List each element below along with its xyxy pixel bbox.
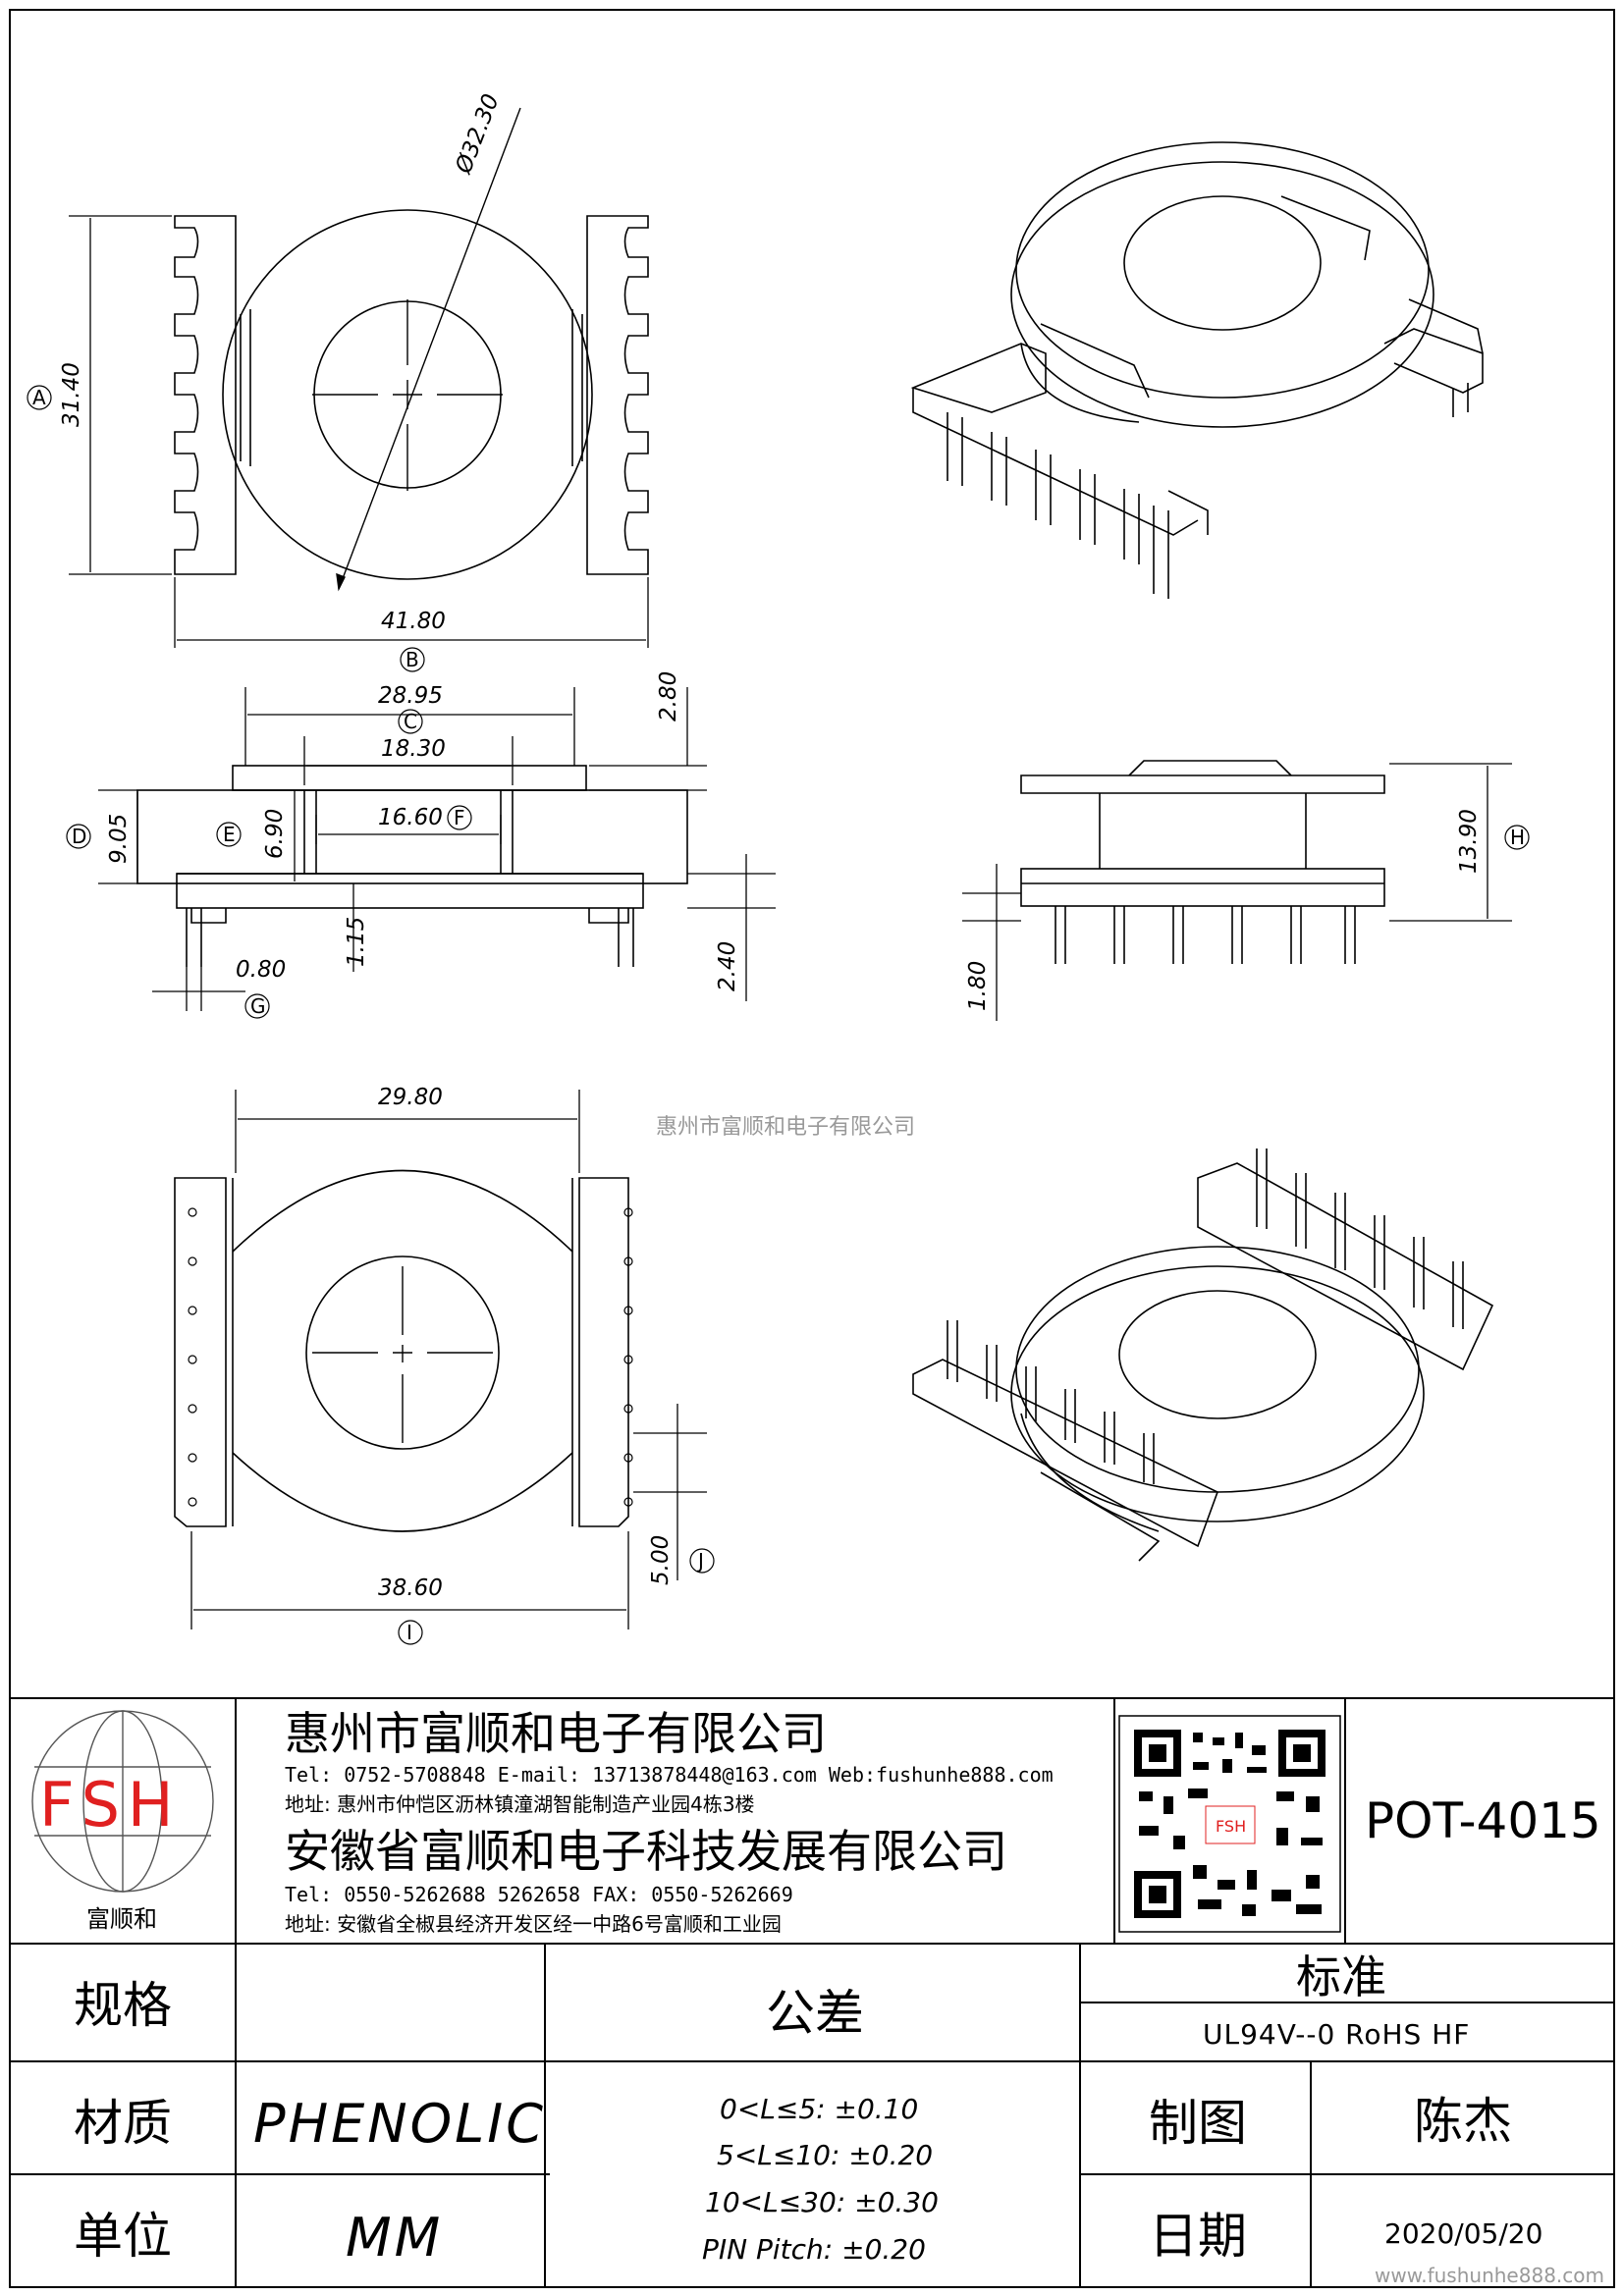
front-view (1020, 760, 1385, 907)
ref-i-circle (398, 1620, 423, 1645)
date-label: 日期 (1149, 2208, 1247, 2265)
bottom-total-label: 38.60 (378, 1575, 443, 1601)
ref-d-circle (66, 824, 91, 849)
side-view-dims (98, 687, 776, 1011)
drawing-watermark: 惠州市富顺和电子有限公司 (656, 1115, 915, 1140)
flange-width-label: 28.95 (378, 683, 443, 709)
dim-width-b (174, 577, 649, 648)
front-pin-len-label: 1.80 (965, 961, 991, 1011)
material-label: 材质 (74, 2095, 172, 2152)
flange-thk-label: 2.80 (656, 671, 681, 721)
company2-address: 地址: 安徽省全椒县经济开发区经一中路6号富顺和工业园 (285, 1912, 782, 1936)
date-value: 2020/05/20 (1384, 2217, 1542, 2250)
company1-address: 地址: 惠州市仲恺区沥林镇潼湖智能制造产业园4栋3楼 (285, 1792, 755, 1816)
front-view-dims (962, 763, 1512, 1021)
company1-name: 惠州市富顺和电子有限公司 (285, 1707, 827, 1760)
tolerance-3: 10<L≤30: ±0.30 (705, 2186, 939, 2218)
width-b-label: 41.80 (381, 609, 446, 634)
ref-h: H (1510, 826, 1525, 849)
standard-label: 标准 (1296, 1950, 1386, 2003)
total-height-label: 9.05 (106, 814, 132, 864)
core-height-label: 6.90 (262, 809, 288, 859)
ref-c: C (404, 710, 417, 733)
ref-d: D (72, 825, 86, 848)
company2-name: 安徽省富顺和电子科技发展有限公司 (285, 1825, 1007, 1878)
core-width-label: 16.60 (378, 805, 443, 830)
top-view-centerlines (312, 299, 503, 491)
unit-label: 单位 (74, 2208, 172, 2265)
drawn-label: 制图 (1149, 2095, 1247, 2152)
ref-f: F (454, 806, 465, 829)
diameter-leader (336, 107, 521, 592)
diameter-label: Ø32.30 (451, 90, 505, 178)
inner-width-label: 18.30 (381, 736, 446, 762)
ref-b: B (406, 648, 419, 671)
ref-b-circle (400, 647, 425, 672)
material-value: PHENOLIC (253, 2093, 546, 2155)
bottom-view-dims (190, 1090, 707, 1629)
dim-height-a (69, 215, 172, 575)
side-view (136, 765, 688, 967)
title-block-grid (10, 1697, 1614, 2287)
model-number: POT-4015 (1365, 1792, 1601, 1849)
ref-a-circle (27, 385, 52, 410)
qr-label: FSH (1216, 1817, 1246, 1836)
company1-contact: Tel: 0752-5708848 E-mail: 13713878448@16… (285, 1763, 1054, 1787)
ref-j-circle (689, 1548, 715, 1574)
ref-i: I (406, 1621, 412, 1644)
tolerance-label: 公差 (766, 1985, 864, 2042)
height-a-label: 31.40 (59, 362, 84, 427)
pin-offset-label: 1.15 (344, 917, 369, 967)
bottom-view-holes (188, 1207, 633, 1507)
sheet-border (9, 9, 1615, 2288)
isometric-pins-top (947, 383, 1469, 599)
isometric-view-top (910, 141, 1484, 536)
tolerance-1: 0<L≤5: ±0.10 (720, 2093, 918, 2125)
logo-sub: 富顺和 (86, 1905, 157, 1933)
ref-a: A (32, 386, 46, 409)
pin-stand-label: 2.40 (715, 941, 740, 991)
unit-value: MM (346, 2207, 443, 2269)
pin-pitch-label: 5.00 (648, 1535, 674, 1585)
pin-width-label: 0.80 (236, 957, 286, 983)
standard-value: UL94V--0 RoHS HF (1203, 2018, 1470, 2051)
fsh-logo (31, 1710, 214, 1893)
drawn-value: 陈杰 (1414, 2093, 1512, 2150)
front-height-label: 13.90 (1456, 809, 1482, 874)
qr-code (1118, 1715, 1341, 1933)
bottom-view-centerlines (312, 1266, 493, 1443)
isometric-view-bottom (912, 1162, 1494, 1562)
tolerance-2: 5<L≤10: ±0.20 (717, 2139, 933, 2171)
tolerance-4: PIN Pitch: ±0.20 (702, 2233, 926, 2266)
isometric-pins-bottom (947, 1148, 1464, 1484)
front-view-pins (1055, 906, 1356, 964)
ref-c-circle (398, 709, 423, 734)
ref-e-circle (216, 822, 242, 847)
company2-contact: Tel: 0550-5262688 5262658 FAX: 0550-5262… (285, 1883, 793, 1906)
ref-j: J (696, 1549, 704, 1573)
ref-h-circle (1504, 825, 1530, 850)
spec-label: 规格 (74, 1977, 172, 2034)
ref-g-circle (244, 993, 270, 1019)
logo-text: FSH (39, 1769, 182, 1841)
bottom-inner-label: 29.80 (378, 1085, 443, 1110)
ref-f-circle (447, 805, 472, 830)
ref-g: G (250, 994, 266, 1018)
ref-e: E (223, 823, 236, 846)
bottom-view (174, 1169, 629, 1532)
site-watermark: www.fushunhe888.com (1375, 2264, 1604, 2287)
